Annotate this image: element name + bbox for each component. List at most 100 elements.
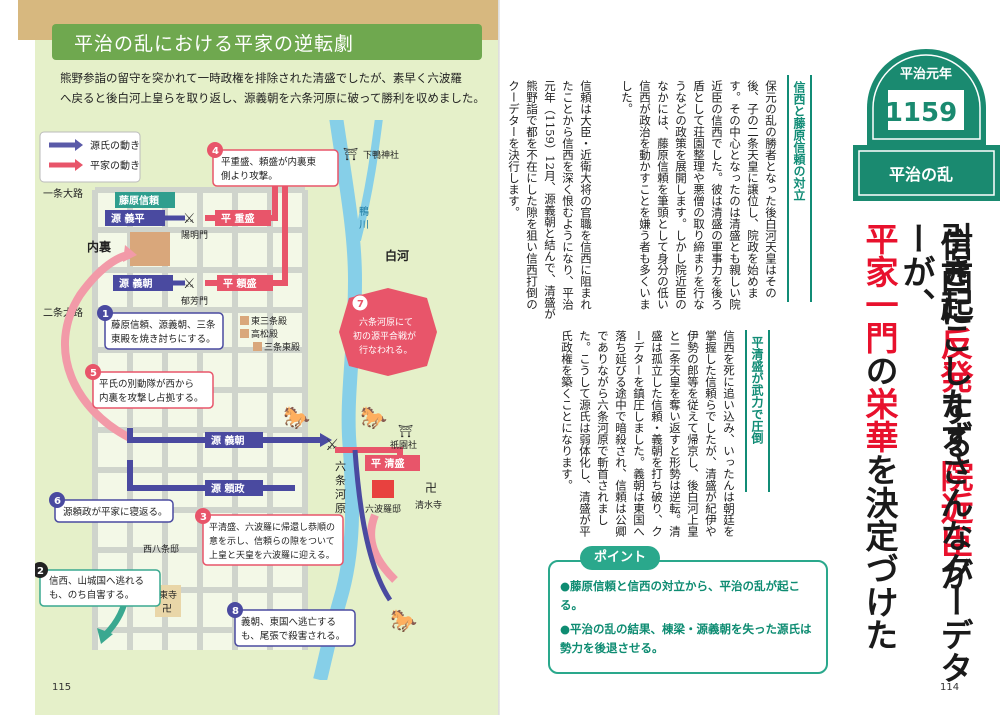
intro-line-2: へ戻ると後白河上皇らを取り返し、源義朝を六条河原に破って勝利を収めました。: [60, 91, 485, 105]
svg-text:1: 1: [102, 309, 109, 320]
svg-text:内裏を攻撃し占拠する。: 内裏を攻撃し占拠する。: [99, 392, 204, 404]
sanjo-label: 三条東殿: [264, 341, 300, 353]
intro-text: 熊野参詣の留守を突かれて一時政権を排除された清盛でしたが、素早く六波羅 へ戻ると…: [60, 68, 490, 108]
svg-text:6: 6: [54, 496, 61, 507]
body-text-1: 保元の乱の勝者となった後白河天皇はその後、子の二条天皇に譲位し、院政を始めます。…: [620, 80, 778, 310]
point-item-1: ●藤原信頼と信西の対立から、平治の乱が起こる。: [560, 579, 801, 612]
clash-icon-2: ⚔: [183, 276, 196, 292]
rokujo-kawara-label: 六条河原: [335, 460, 346, 515]
svg-text:側より攻撃。: 側より攻撃。: [221, 170, 278, 182]
point-item-2: ●平治の乱の結果、棟梁・源義朝を失った源氏は勢力を後退させる。: [560, 622, 812, 655]
rokuhara-label: 六波羅邸: [365, 503, 401, 515]
kamo-river: [313, 120, 363, 680]
gion-label: 祇園社: [390, 439, 417, 451]
manji-icon-1: 卍: [425, 481, 437, 495]
dairi-label: 内裏: [87, 239, 112, 254]
kiyomizu-label: 清水寺: [415, 499, 442, 511]
genji-flight-arrow: [352, 449, 393, 602]
headline-col-1: 信西に反発する院近臣が: [935, 228, 974, 591]
youmeimon-label: 陽明門: [181, 230, 208, 241]
legend-genji: 源氏の動き: [90, 139, 140, 152]
left-page: 平治の乱における平家の逆転劇 熊野参詣の留守を突かれて一時政権を排除された清盛で…: [18, 0, 500, 715]
svg-text:藤原信頼、源義朝、三条: 藤原信頼、源義朝、三条: [111, 319, 216, 331]
note-3: 3 平清盛、六波羅に帰還し恭順の 意を示し、信頼らの隙をついて 上皇と天皇を六波…: [195, 508, 344, 566]
svg-text:行なわれる。: 行なわれる。: [359, 344, 413, 356]
road-ichijo: 一条大路: [43, 187, 83, 200]
year-number: 1159: [885, 98, 957, 128]
takamatsu-label: 高松殿: [251, 328, 278, 340]
horse-rider-icon-3: 🐎: [390, 608, 417, 634]
unit-yoshitomo-2: 源 義朝: [211, 434, 244, 447]
svg-text:上皇と天皇を六波羅に迎える。: 上皇と天皇を六波羅に迎える。: [209, 549, 335, 561]
svg-text:源頼政が平家に寝返る。: 源頼政が平家に寝返る。: [63, 506, 168, 518]
era-name: 平治元年: [900, 66, 952, 82]
nishihachijo-label: 西八条邸: [143, 543, 179, 555]
svg-text:義朝、東国へ逃亡する: 義朝、東国へ逃亡する: [241, 616, 336, 628]
svg-text:平清盛、六波羅に帰還し恭順の: 平清盛、六波羅に帰還し恭順の: [209, 521, 335, 533]
horse-rider-icon-1: 🐎: [283, 405, 310, 431]
svg-text:信西、山城国へ逃れる: 信西、山城国へ逃れる: [49, 575, 144, 587]
unit-yorimori: 平 頼盛: [223, 277, 256, 290]
map-title-band: 平治の乱における平家の逆転劇: [52, 24, 482, 60]
shirakawa-label: 白河: [385, 248, 409, 263]
torii-icon-2: ⛩: [398, 424, 413, 438]
unit-shigemori: 平 重盛: [221, 212, 254, 225]
note-8: 8 義朝、東国へ逃亡する も、尾張で殺害される。: [227, 602, 356, 647]
event-name: 平治の乱: [889, 165, 953, 184]
note-2: 2 信西、山城国へ逃れる も、のち自害する。: [35, 562, 161, 607]
higashi-sanjo-label: 東三条殿: [251, 315, 287, 327]
page-number-right: 114: [940, 682, 960, 693]
unit-yoshihira: 源 義平: [111, 212, 144, 225]
svg-text:東殿を焼き討ちにする。: 東殿を焼き討ちにする。: [111, 333, 216, 345]
body-text-2: 信頼は大臣・近衛大将の官職を信西に阻まれたことから信西を深く恨むようになり、平治…: [507, 80, 593, 320]
note-5: 5 平氏の別動隊が西から 内裏を攻撃し占拠する。: [85, 364, 214, 409]
toji-label: 東寺: [159, 589, 177, 601]
note-4: 4 平重盛、頼盛が内裏東 側より攻撃。: [207, 142, 339, 187]
svg-text:六条河原にて: 六条河原にて: [359, 316, 413, 328]
point-box: [548, 560, 828, 674]
svg-text:4: 4: [212, 146, 219, 157]
year-suffix: 年: [967, 109, 979, 124]
note-7: 7 六条河原にて 初の源平合戦が 行なわれる。: [339, 288, 437, 376]
note-6: 6 源頼政が平家に寝返る。: [49, 492, 174, 523]
note-1: 1 藤原信頼、源義朝、三条 東殿を焼き討ちにする。: [97, 305, 224, 350]
dairi-block: [130, 232, 170, 266]
heike-west-attack-arrow: [60, 251, 132, 442]
headline-col-3: 平家一門の栄華を決定づけた: [860, 222, 899, 651]
subhead-shinzei-nobuyori: 信西と藤原信頼の対立: [787, 75, 812, 302]
heike-return-arrow: [367, 513, 398, 583]
rokuhara-block: [372, 480, 394, 498]
legend-heike: 平家の動き: [90, 159, 140, 172]
svg-text:2: 2: [37, 566, 44, 577]
era-badge: 平治元年 1159 年 平治の乱: [853, 49, 1000, 201]
ikuhomon-label: 郁芳門: [181, 295, 208, 307]
body-text-3: 信西を死に追い込み、いったんは朝廷を掌握した信頼らでしたが、清盛が紀伊や伊勢の郎…: [560, 330, 736, 537]
page-number-left: 115: [52, 682, 72, 693]
manji-icon-2: 卍: [162, 603, 172, 615]
unit-fujiwara: 藤原信頼: [119, 194, 160, 207]
unit-kiyomori: 平 清盛: [371, 457, 404, 470]
svg-text:平重盛、頼盛が内裏東: 平重盛、頼盛が内裏東: [221, 156, 317, 168]
horse-rider-icon-2: 🐎: [360, 405, 387, 431]
unit-yorimasa: 源 頼政: [211, 482, 245, 495]
svg-text:8: 8: [232, 606, 239, 617]
svg-text:7: 7: [357, 299, 364, 310]
svg-text:意を示し、信頼らの隙をついて: 意を示し、信頼らの隙をついて: [209, 535, 335, 547]
svg-text:初の源平合戦が: 初の源平合戦が: [353, 330, 416, 342]
svg-text:平氏の別動隊が西から: 平氏の別動隊が西から: [99, 378, 194, 390]
shimogamo-label: 下鴨神社: [363, 149, 399, 161]
svg-text:も、尾張で殺害される。: も、尾張で殺害される。: [241, 630, 345, 642]
point-label: ポイント: [580, 546, 660, 570]
map-title: 平治の乱における平家の逆転劇: [74, 32, 355, 55]
intro-line-1: 熊野参詣の留守を突かれて一時政権を排除された清盛でしたが、素早く六波羅: [60, 71, 462, 85]
subhead-kiyomori-force: 平清盛が武力で圧倒: [745, 330, 770, 492]
heiji-rebellion-map: 内裏 源氏の動き 平家の動き 一条大路 二条大路 藤原信頼: [35, 120, 442, 680]
svg-text:5: 5: [90, 368, 97, 379]
unit-yoshitomo-1: 源 義朝: [119, 277, 152, 290]
kamogawa-label: 鴨川: [359, 205, 369, 231]
clash-icon-1: ⚔: [183, 211, 196, 227]
torii-icon-1: ⛩: [343, 147, 358, 161]
legend: 源氏の動き 平家の動き: [39, 131, 141, 183]
svg-text:3: 3: [200, 512, 207, 523]
